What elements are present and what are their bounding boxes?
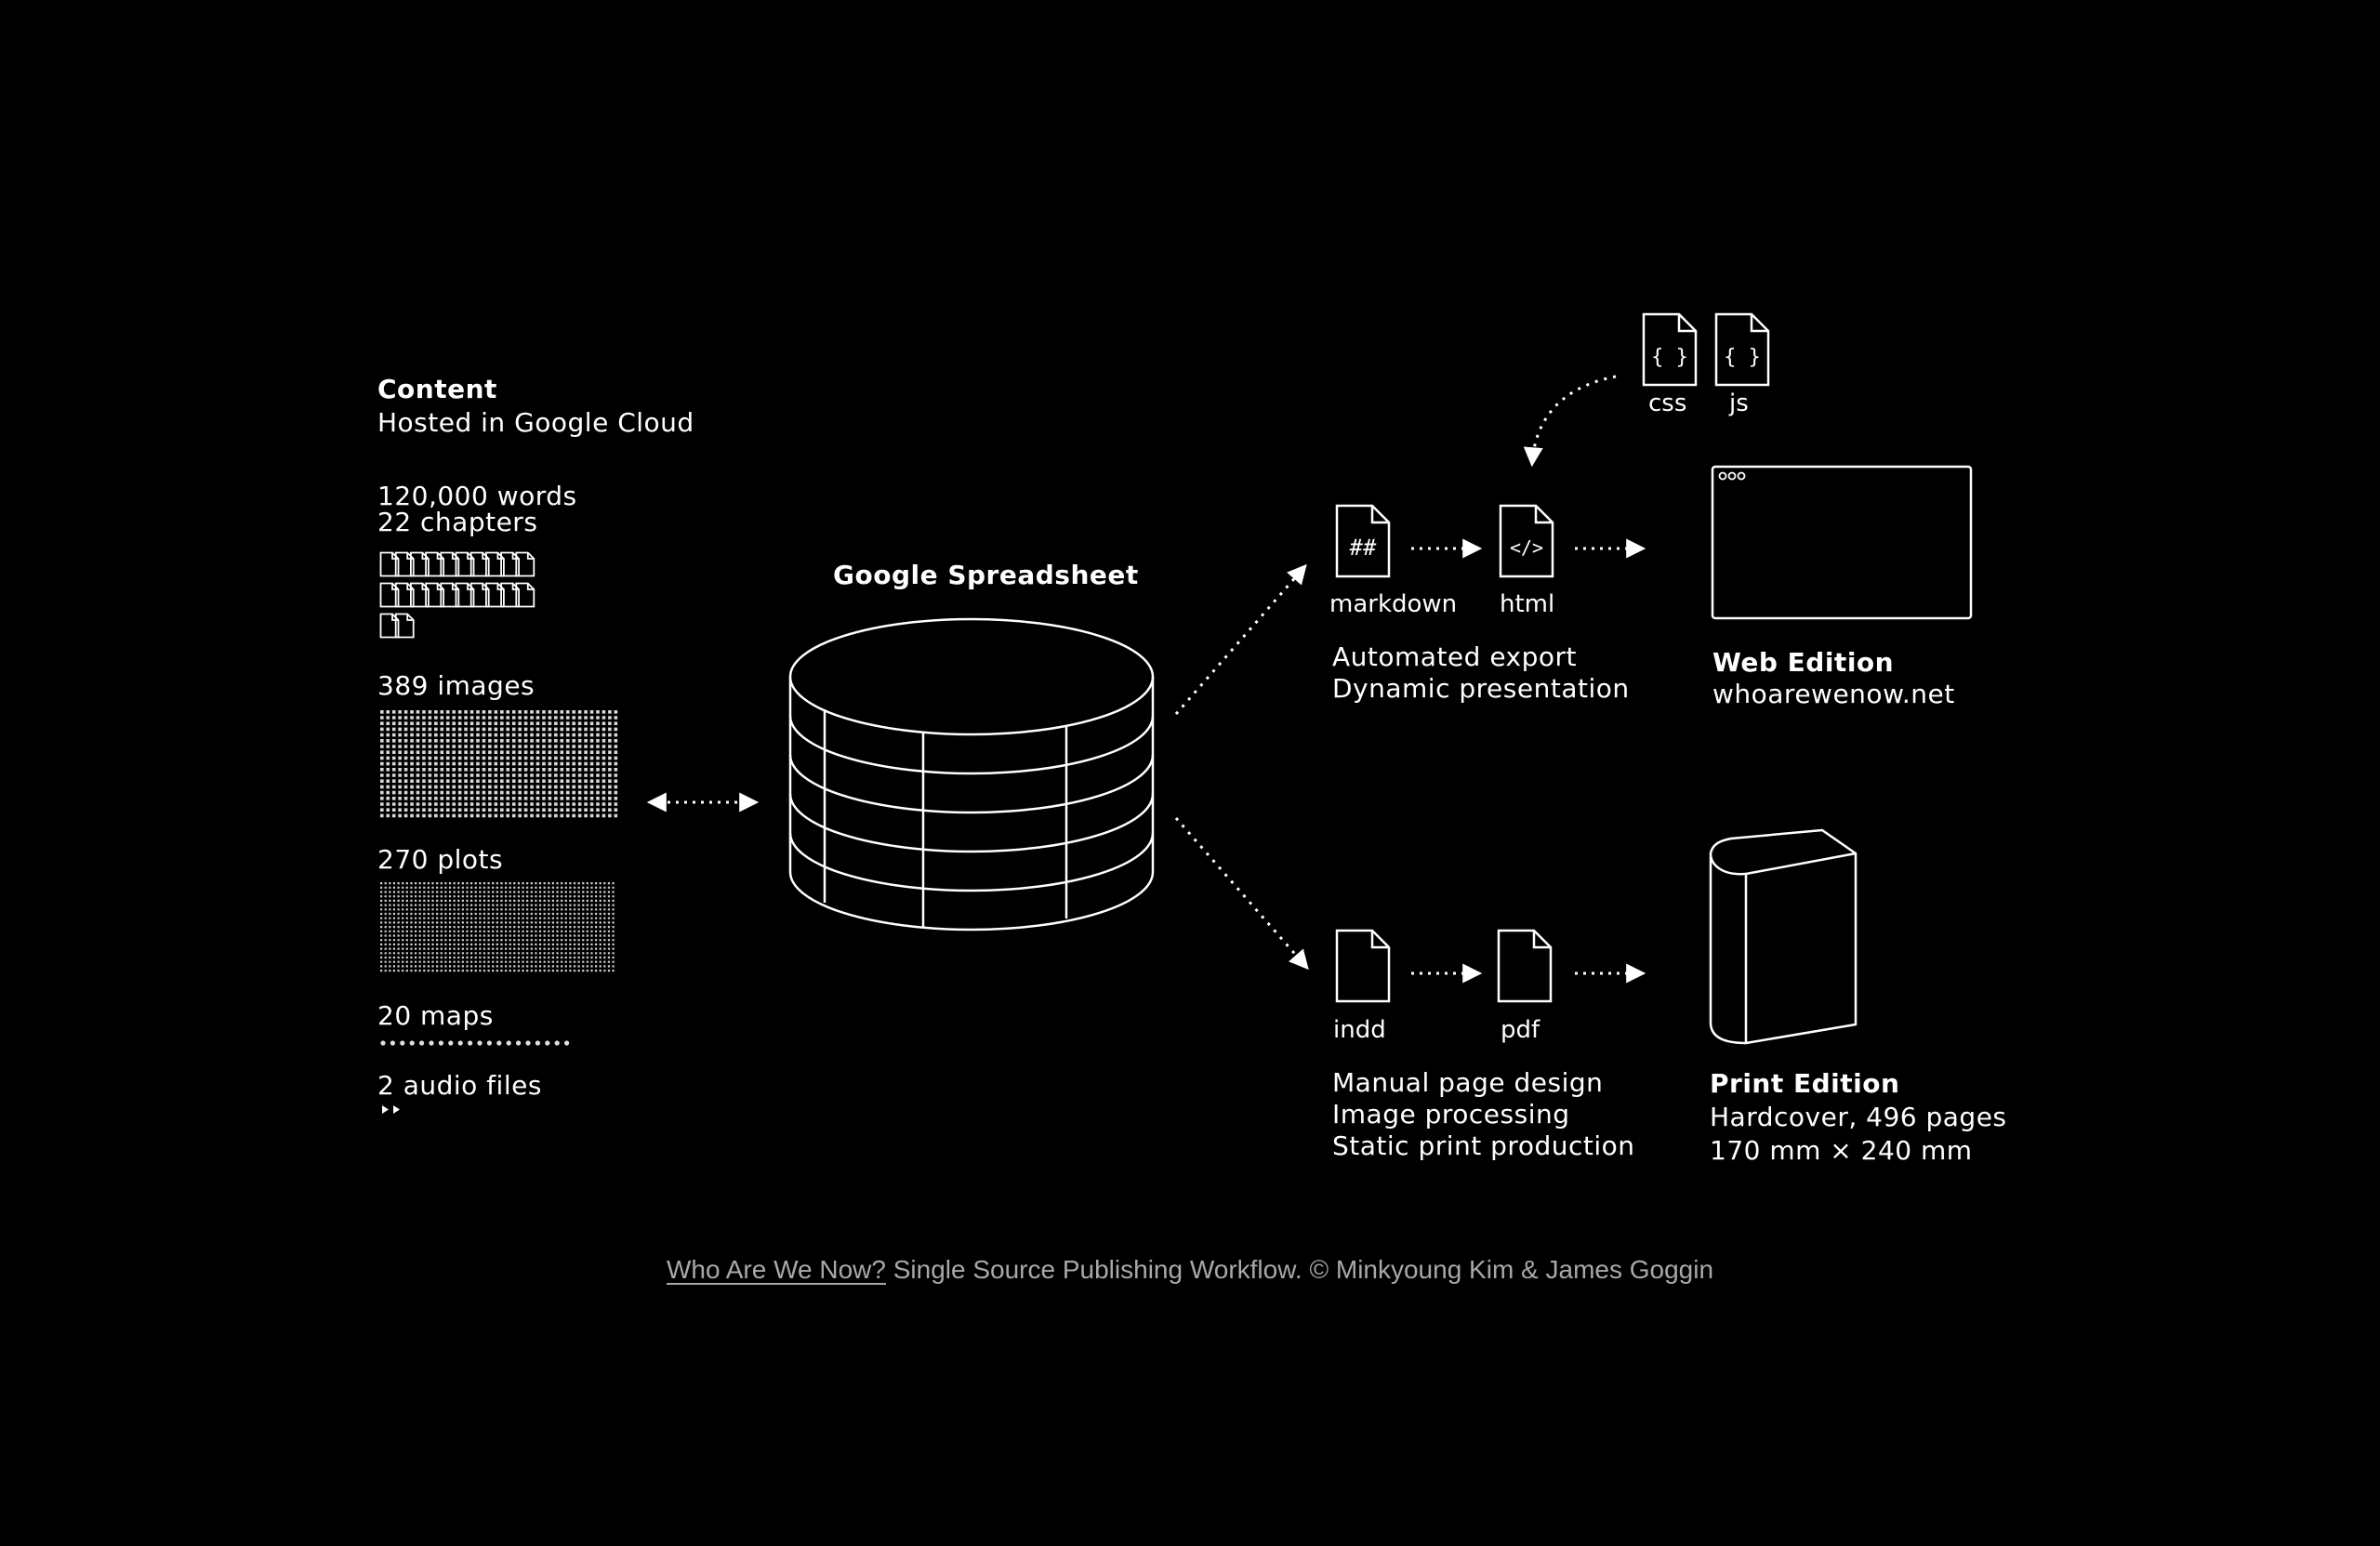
js-label: js [1729,390,1749,417]
map-dot [468,1040,473,1046]
plots-dot-grid [380,882,615,972]
markdown-label: markdown [1329,590,1458,618]
web-edition-url: whoarewenow.net [1712,679,1955,709]
map-dot [486,1040,493,1046]
maps-dot-row [380,1040,570,1046]
caption-text: Single Source Publishing Workflow. © Min… [885,1255,1714,1284]
js-file-icon: { } [1714,312,1770,387]
css-label: css [1648,390,1687,417]
markdown-file-icon: ## [1335,504,1391,578]
plots-count: 270 plots [377,844,504,875]
map-dot [409,1040,415,1046]
images-dot-grid [380,710,618,818]
print-note-3: Static print production [1332,1130,1635,1161]
svg-text:{ }: { } [1724,346,1761,369]
book-title-link[interactable]: Who Are We Now? [666,1255,886,1284]
content-subheading: Hosted in Google Cloud [377,407,694,438]
html-label: html [1500,590,1555,618]
print-edition-format: Hardcover, 496 pages [1710,1102,2007,1132]
map-dot [429,1040,434,1046]
map-dot [400,1040,405,1046]
map-dot [545,1040,550,1046]
print-branch-arrow [1174,817,1309,971]
web-edition-title: Web Edition [1712,647,1895,678]
images-count: 389 images [377,670,536,701]
map-dot [554,1040,560,1046]
figure-caption: Who Are We Now? Single Source Publishing… [0,1255,2380,1285]
map-dot [390,1040,395,1046]
map-dot [438,1040,443,1046]
html-file-icon: </> [1499,504,1554,578]
web-note-2: Dynamic presentation [1332,673,1630,704]
chapter-icons [379,551,536,639]
map-dot [380,1040,386,1046]
audio-icons [382,1105,400,1114]
map-dot [457,1040,463,1046]
words-count: 120,000 words [377,481,577,511]
indd-label: indd [1333,1016,1386,1044]
css-js-curved-arrow [1523,375,1617,468]
print-edition-title: Print Edition [1710,1068,1900,1099]
pdf-label: pdf [1501,1016,1540,1044]
map-dot [535,1040,541,1046]
css-file-icon: { } [1642,312,1698,387]
map-dot [525,1040,531,1046]
print-note-1: Manual page design [1332,1067,1604,1098]
svg-text:##: ## [1349,535,1377,561]
map-dot [496,1040,502,1046]
svg-text:</>: </> [1510,536,1543,559]
maps-count: 20 maps [377,1000,494,1031]
map-dot [419,1040,425,1046]
browser-window-icon [1711,465,1973,620]
book-icon [1709,828,1858,1045]
web-branch-arrow [1174,563,1307,715]
database-cylinder-icon [788,617,1155,932]
web-note-1: Automated export [1332,641,1578,672]
content-heading: Content [377,374,497,404]
print-edition-size: 170 mm × 240 mm [1710,1135,1973,1166]
svg-text:{ }: { } [1651,346,1688,369]
map-dot [516,1040,522,1046]
audio-count: 2 audio files [377,1070,542,1101]
chapters-count: 22 chapters [377,507,538,537]
indd-file-icon [1335,929,1391,1003]
pdf-file-icon [1497,929,1553,1003]
map-dot [477,1040,483,1046]
map-dot [448,1040,454,1046]
map-dot [564,1040,570,1046]
spreadsheet-title: Google Spreadsheet [833,560,1139,590]
print-note-2: Image processing [1332,1099,1570,1130]
map-dot [506,1040,511,1046]
